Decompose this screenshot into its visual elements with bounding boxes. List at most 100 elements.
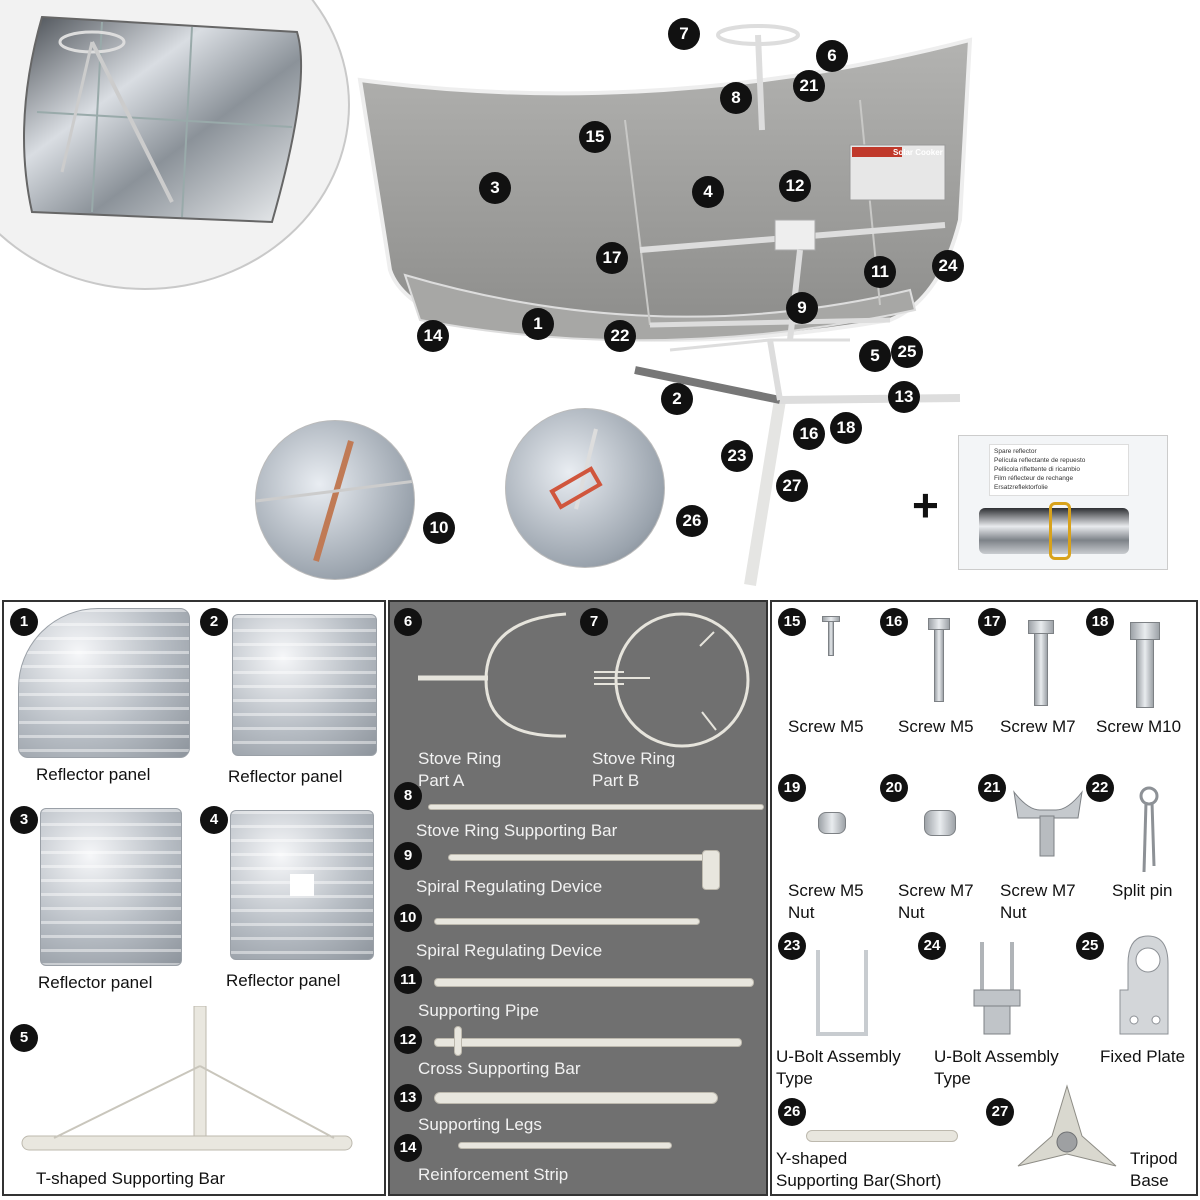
spiral-device-zoom [255,420,415,580]
part-number-badge: 22 [1086,774,1114,802]
part-number-badge: 8 [394,782,422,810]
part-number-badge: 9 [394,842,422,870]
callout-badge: 22 [604,320,636,352]
callout-badge: 2 [661,383,693,415]
part-number-badge: 2 [200,608,228,636]
foil-roll [979,508,1129,554]
y-bar-zoom [505,408,665,568]
fixed-plate-25-image [1119,935,1169,1035]
wing-nut-21-image [1013,790,1083,857]
part-label: Reflector panel [38,973,153,992]
callout-badge: 3 [479,172,511,204]
spiral-device-zoom-illustration [256,440,414,562]
callout-badge: 23 [721,440,753,472]
screw-15-head [822,616,840,622]
callout-badge: 5 [859,340,891,372]
part-label: T-shaped Supporting Bar [36,1169,226,1188]
part-label: Stove Ring Part B [592,749,676,790]
reflector-panel-1-image [18,608,190,758]
part-number-badge: 21 [978,774,1006,802]
part-label: U-Bolt Assembly Type [776,1047,901,1088]
screw-16-image [934,628,944,702]
callout-badge: 12 [779,170,811,202]
screw-18-head [1130,622,1160,640]
y-bar-zoom-illustration [549,428,603,510]
spare-line: Ersatzreflektorfolie [994,484,1048,491]
callout-badge: 15 [579,121,611,153]
callout-badge: 11 [864,256,896,288]
parts-panel-hardware: 15 Screw M5 16 Screw M5 17 Screw M7 18 S… [770,600,1198,1196]
t-shaped-bar-image [21,1006,353,1151]
part-label: Reinforcement Strip [418,1165,569,1184]
callout-badge: 18 [830,412,862,444]
part-number-badge: 26 [778,1098,806,1126]
stove-ring-part-a-image [418,612,567,738]
part-number-badge: 1 [10,608,38,636]
parts-panel-reflectors: 1 Reflector panel 2 Reflector panel 3 Re… [2,600,386,1196]
part-label: Screw M5 Nut [788,881,864,922]
part-label: Screw M7 Nut [1000,881,1076,922]
part-label: Stove Ring Supporting Bar [416,821,618,840]
callout-badge: 27 [776,470,808,502]
part-label: Supporting Legs [418,1115,542,1134]
stove-ring-supporting-bar-image [428,804,764,810]
part-number-badge: 23 [778,932,806,960]
callout-badge: 6 [816,40,848,72]
assembled-cooker-inset [0,0,350,290]
part-number-badge: 25 [1076,932,1104,960]
reinforcement-strip-image [458,1142,672,1149]
part-label: Stove Ring Part A [418,749,502,790]
spiral-regulating-device-9-image [448,854,714,861]
callout-badge: 13 [888,381,920,413]
part-number-badge: 16 [880,608,908,636]
part-number-badge: 13 [394,1084,422,1112]
part-label: Supporting Pipe [418,1001,539,1020]
supporting-legs-image [434,1092,718,1104]
tripod-base-27-image [1017,1084,1117,1167]
part-number-badge: 24 [918,932,946,960]
parts-panel-bars: 6 Stove Ring Part A 7 Stove Ring Part B … [388,600,768,1196]
part-number-badge: 11 [394,966,422,994]
callout-badge: 9 [786,292,818,324]
part-number-badge: 12 [394,1026,422,1054]
part-label: Screw M5 [788,717,864,736]
screw-16-head [928,618,950,630]
part-label: Tripod Base [1130,1149,1178,1190]
top-section: + Spare reflector Película reflectante d… [0,0,1200,598]
part-label: Spiral Regulating Device [416,941,603,960]
part-number-badge: 19 [778,774,806,802]
part-label: Split pin [1112,881,1173,900]
callout-badge: 10 [423,512,455,544]
spare-reflector-card: Spare reflector Película reflectante de … [989,444,1129,496]
part-label: Fixed Plate [1100,1047,1186,1066]
callout-badge: 25 [891,336,923,368]
callout-badge: 26 [676,505,708,537]
assembled-cooker-illustration [23,15,303,224]
part-label: Y-shaped Supporting Bar(Short) [776,1149,942,1190]
callout-badge: 16 [793,418,825,450]
spiral-regulating-device-9-bracket [702,850,720,890]
callout-badge: 7 [668,18,700,50]
part-number-badge: 14 [394,1134,422,1162]
rubber-band [1049,502,1071,560]
part-number-badge: 7 [580,608,608,636]
part-number-badge: 27 [986,1098,1014,1126]
reflector-panel-4-cutout [290,874,314,896]
callout-badge: 8 [720,82,752,114]
nut-19-image [818,812,846,834]
cross-supporting-bar-image [434,1038,742,1047]
callout-badge: 14 [417,320,449,352]
u-bolt-24-image [973,942,1021,1035]
stove-ring-part-b-image [594,612,750,748]
callout-badge: 21 [793,70,825,102]
nut-20-image [924,810,956,836]
spare-line: Película reflectante de repuesto [994,457,1086,464]
callout-badge: 24 [932,250,964,282]
screw-15-image [828,620,834,656]
part-label: Spiral Regulating Device [416,877,603,896]
part-number-badge: 3 [10,806,38,834]
part-number-badge: 20 [880,774,908,802]
part-label: Screw M10 [1096,717,1182,736]
part-number-badge: 4 [200,806,228,834]
spiral-regulating-device-10-image [434,918,700,925]
